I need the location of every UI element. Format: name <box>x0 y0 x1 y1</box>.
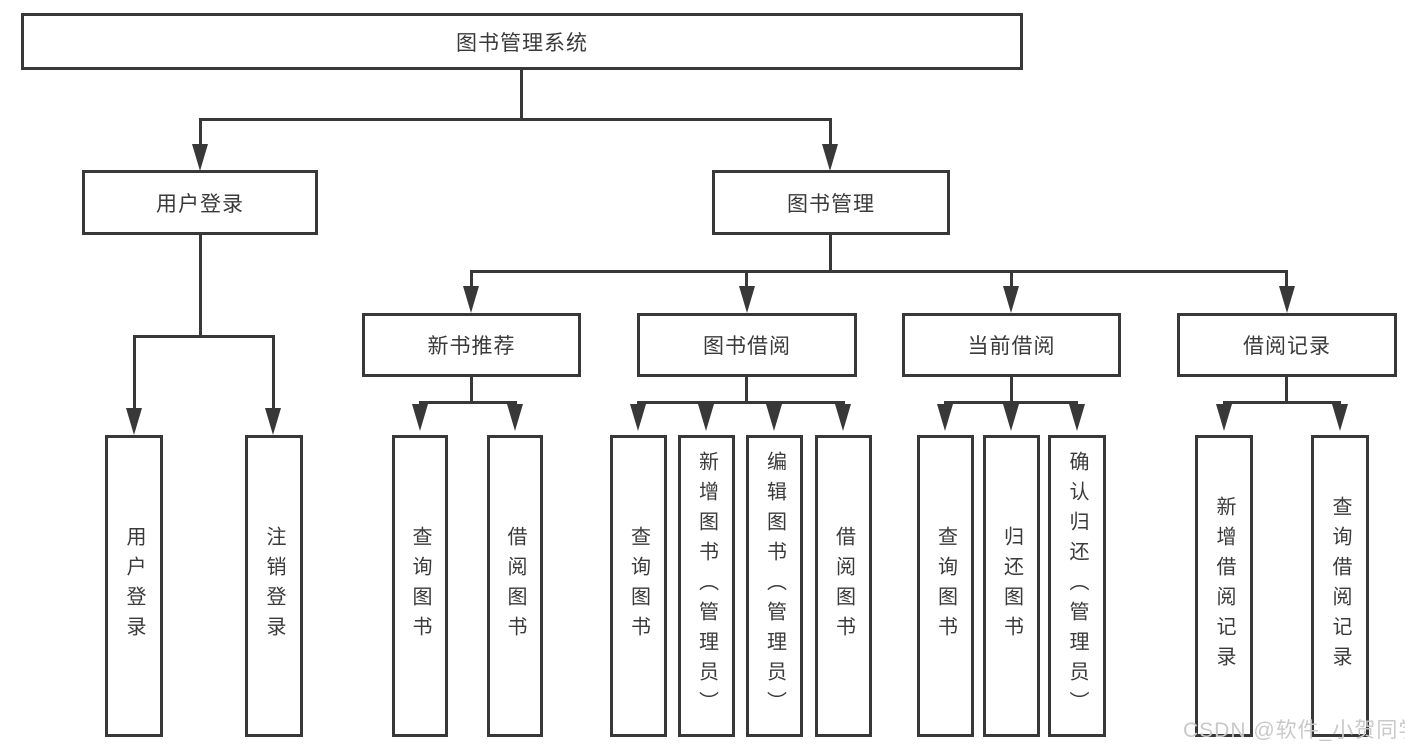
arrow-down-icon <box>126 408 142 435</box>
csdn-watermark: CSDN @软件_小贺同学 <box>1183 719 1405 742</box>
arrow-down-icon <box>1003 404 1019 431</box>
connector-horizontal <box>944 401 1078 404</box>
connector-drop <box>1285 273 1288 286</box>
node-borrow-records: 借阅记录 <box>1177 313 1397 377</box>
connector-drop <box>199 120 202 146</box>
arrow-down-icon <box>630 404 646 431</box>
node-user-login: 用户登录 <box>82 170 318 235</box>
arrow-down-icon <box>937 404 953 431</box>
arrow-down-icon <box>698 404 714 431</box>
arrow-down-icon <box>822 144 838 171</box>
node-book-borrow: 图书借阅 <box>637 313 857 377</box>
connector-drop <box>272 337 275 409</box>
leaf-confirm-return-admin: 确认归还（管理员） <box>1048 435 1106 737</box>
arrow-down-icon <box>192 144 208 171</box>
connector-horizontal <box>133 335 275 338</box>
arrow-down-icon <box>1279 286 1295 313</box>
arrow-down-icon <box>412 404 428 431</box>
leaf-query-books-current: 查询图书 <box>917 435 974 737</box>
leaf-borrow-books-newbooks: 借阅图书 <box>487 435 543 737</box>
node-new-book-recommend: 新书推荐 <box>362 313 581 377</box>
arrow-down-icon <box>1332 404 1348 431</box>
arrow-down-icon <box>1069 404 1085 431</box>
leaf-borrow-books-borrow: 借阅图书 <box>815 435 872 737</box>
connector-stem <box>745 377 748 404</box>
arrow-down-icon <box>739 286 755 313</box>
connector-stem <box>199 235 202 335</box>
arrow-down-icon <box>463 286 479 313</box>
node-current-borrow: 当前借阅 <box>902 313 1121 377</box>
connector-stem <box>829 235 832 273</box>
leaf-query-borrow-record: 查询借阅记录 <box>1311 435 1369 737</box>
connector-horizontal <box>637 401 845 404</box>
connector-horizontal <box>419 401 517 404</box>
connector-horizontal <box>470 270 1288 273</box>
connector-drop <box>745 273 748 286</box>
arrow-down-icon <box>835 404 851 431</box>
node-library-system: 图书管理系统 <box>21 13 1023 70</box>
leaf-query-books-borrow: 查询图书 <box>610 435 667 737</box>
connector-stem <box>1010 377 1013 404</box>
connector-stem <box>520 70 523 118</box>
connector-stem <box>470 377 473 404</box>
leaf-return-book: 归还图书 <box>983 435 1040 737</box>
arrow-down-icon <box>265 408 281 435</box>
connector-drop <box>133 337 136 409</box>
connector-drop <box>470 273 473 286</box>
node-book-management: 图书管理 <box>712 170 950 235</box>
arrow-down-icon <box>766 404 782 431</box>
leaf-add-book-admin: 新增图书（管理员） <box>678 435 735 737</box>
arrow-down-icon <box>1216 404 1232 431</box>
leaf-query-books-newbooks: 查询图书 <box>392 435 448 737</box>
connector-drop <box>829 120 832 146</box>
arrow-down-icon <box>1003 286 1019 313</box>
leaf-edit-book-admin: 编辑图书（管理员） <box>746 435 803 737</box>
leaf-add-borrow-record: 新增借阅记录 <box>1195 435 1253 737</box>
arrow-down-icon <box>507 404 523 431</box>
connector-horizontal <box>199 118 832 121</box>
connector-horizontal <box>1223 401 1341 404</box>
connector-stem <box>1285 377 1288 404</box>
connector-drop <box>1010 273 1013 286</box>
leaf-logout: 注销登录 <box>245 435 303 737</box>
leaf-user-login: 用户登录 <box>105 435 163 737</box>
